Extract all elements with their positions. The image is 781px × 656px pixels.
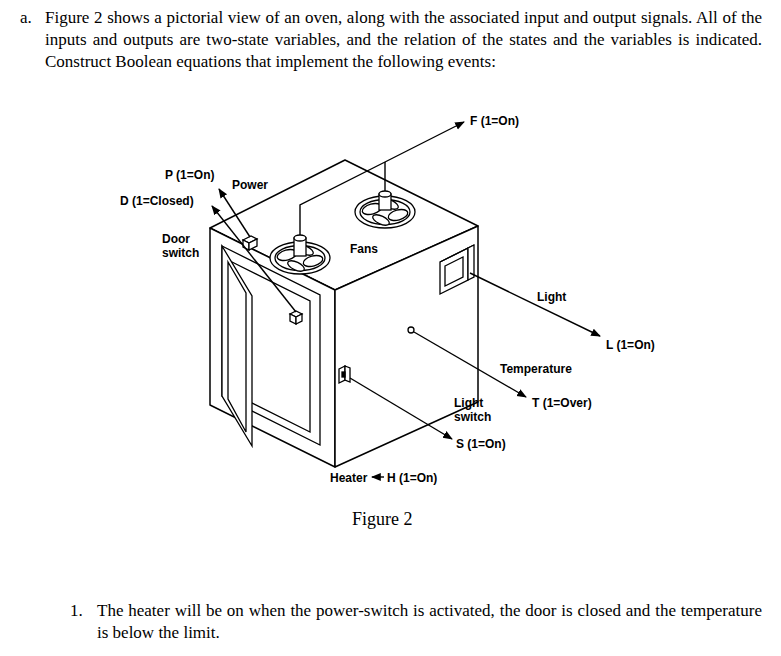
signal-label: L (1=On) — [606, 338, 655, 352]
fan — [270, 235, 330, 274]
part-name: Light switch — [454, 396, 498, 424]
light — [440, 245, 474, 294]
part-name: Door switch — [162, 232, 206, 260]
signal-label: S (1=On) — [456, 437, 506, 451]
fan — [355, 191, 415, 228]
item-letter: a. — [20, 7, 32, 29]
signal-label: P (1=On) — [165, 168, 214, 182]
signal-line — [212, 122, 600, 477]
signal-label: T (1=Over) — [532, 396, 592, 410]
signal-label: H (1=On) — [387, 471, 437, 485]
part-name: Temperature — [500, 362, 572, 376]
part-name: Fans — [350, 242, 378, 256]
part-name: Light — [537, 290, 566, 304]
oven-body — [210, 160, 478, 467]
signal-label: F (1=On) — [470, 114, 519, 128]
question-text: The heater will be on when the power-swi… — [97, 600, 762, 644]
part-name: Heater — [330, 471, 367, 485]
figure-caption: Figure 2 — [352, 508, 413, 530]
temperature-sensor — [408, 327, 414, 333]
light-switch — [339, 366, 350, 383]
question-text: Figure 2 shows a pictorial view of an ov… — [45, 7, 762, 73]
oven-door — [222, 246, 320, 446]
door-switch — [290, 311, 302, 324]
signal-label: D (1=Closed) — [120, 194, 194, 208]
item-number: 1. — [70, 600, 83, 622]
part-name: Power — [232, 178, 268, 192]
